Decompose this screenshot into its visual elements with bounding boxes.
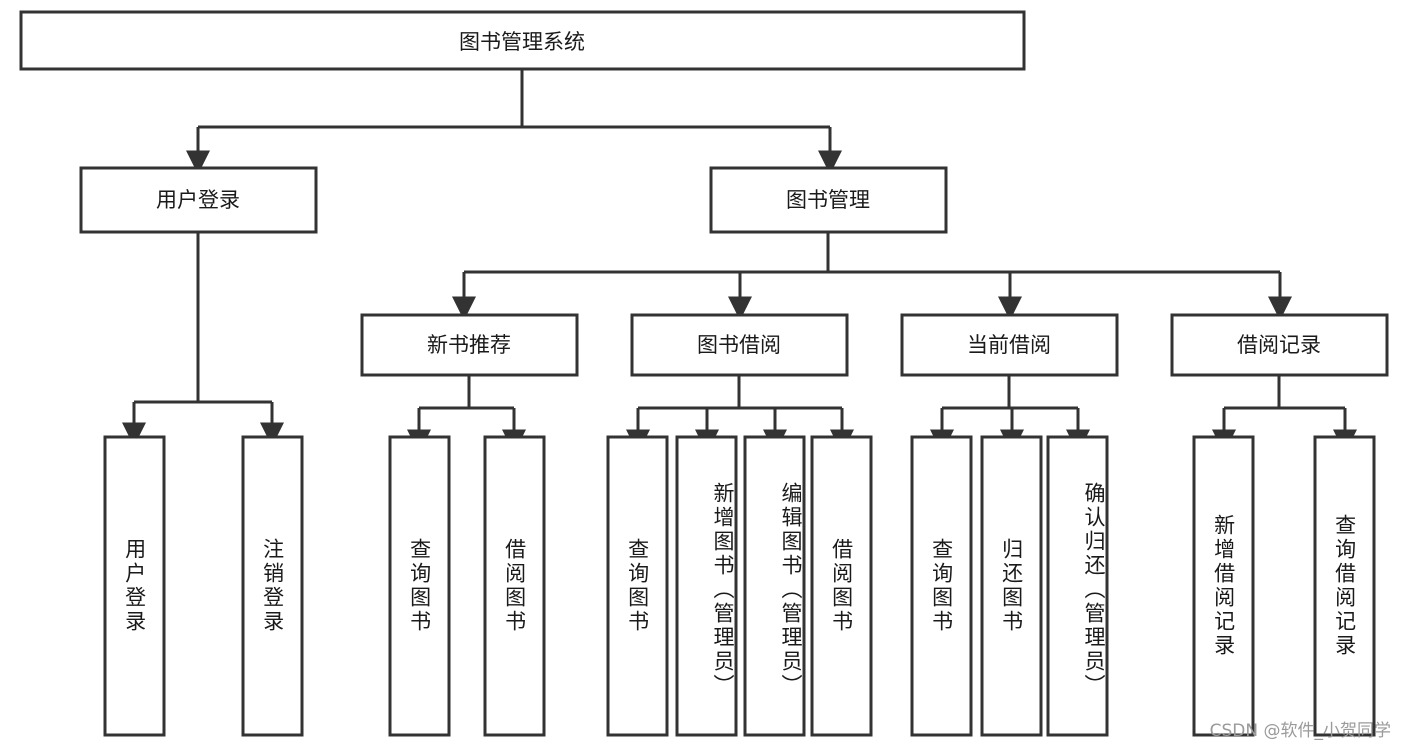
node-book-manage[interactable]: 图书管理: [709, 166, 948, 234]
node-borrow-record[interactable]: 借阅记录: [1170, 313, 1389, 377]
node-root-label: 图书管理系统: [459, 30, 585, 54]
leaf-box-edit-book[interactable]: [743, 435, 806, 737]
connector-current-borrow-leaves: [930, 375, 1090, 454]
leaf-box-user-login[interactable]: [103, 435, 166, 737]
node-book-borrow[interactable]: 图书借阅: [630, 313, 849, 377]
node-new-book-recommend[interactable]: 新书推荐: [360, 313, 579, 377]
leaf-box-query-record[interactable]: [1313, 435, 1376, 737]
node-current-borrow[interactable]: 当前借阅: [900, 313, 1119, 377]
leaf-box-query-book-1[interactable]: [388, 435, 451, 737]
connector-user-login-leaves: [122, 232, 284, 447]
node-book-borrow-label: 图书借阅: [697, 333, 781, 357]
node-user-login-label: 用户登录: [156, 188, 240, 212]
connector-book-manage-bus: [452, 232, 1292, 321]
leaf-box-return-book[interactable]: [980, 435, 1043, 737]
leaf-box-query-book-3[interactable]: [910, 435, 973, 737]
node-root[interactable]: 图书管理系统: [19, 10, 1026, 71]
connector-root-bus: [186, 69, 842, 175]
leaf-box-add-record[interactable]: [1192, 435, 1255, 737]
node-new-book-recommend-label: 新书推荐: [427, 333, 511, 357]
leaf-box-borrow-book-2[interactable]: [810, 435, 873, 737]
connector-borrow-record-leaves: [1212, 375, 1357, 454]
connector-new-book-recommend-leaves: [407, 375, 526, 454]
node-book-manage-label: 图书管理: [786, 188, 870, 212]
leaf-box-query-book-2[interactable]: [606, 435, 669, 737]
node-current-borrow-label: 当前借阅: [967, 333, 1051, 357]
node-borrow-record-label: 借阅记录: [1237, 333, 1321, 357]
connector-book-borrow-leaves: [626, 375, 854, 454]
node-user-login[interactable]: 用户登录: [79, 166, 318, 234]
watermark-text: CSDN @软件_小贺同学: [1209, 721, 1391, 741]
leaf-box-logout-login[interactable]: [241, 435, 304, 737]
leaf-box-add-book[interactable]: [675, 435, 738, 737]
leaf-box-confirm-return[interactable]: [1046, 435, 1109, 737]
leaf-box-borrow-book-1[interactable]: [483, 435, 546, 737]
